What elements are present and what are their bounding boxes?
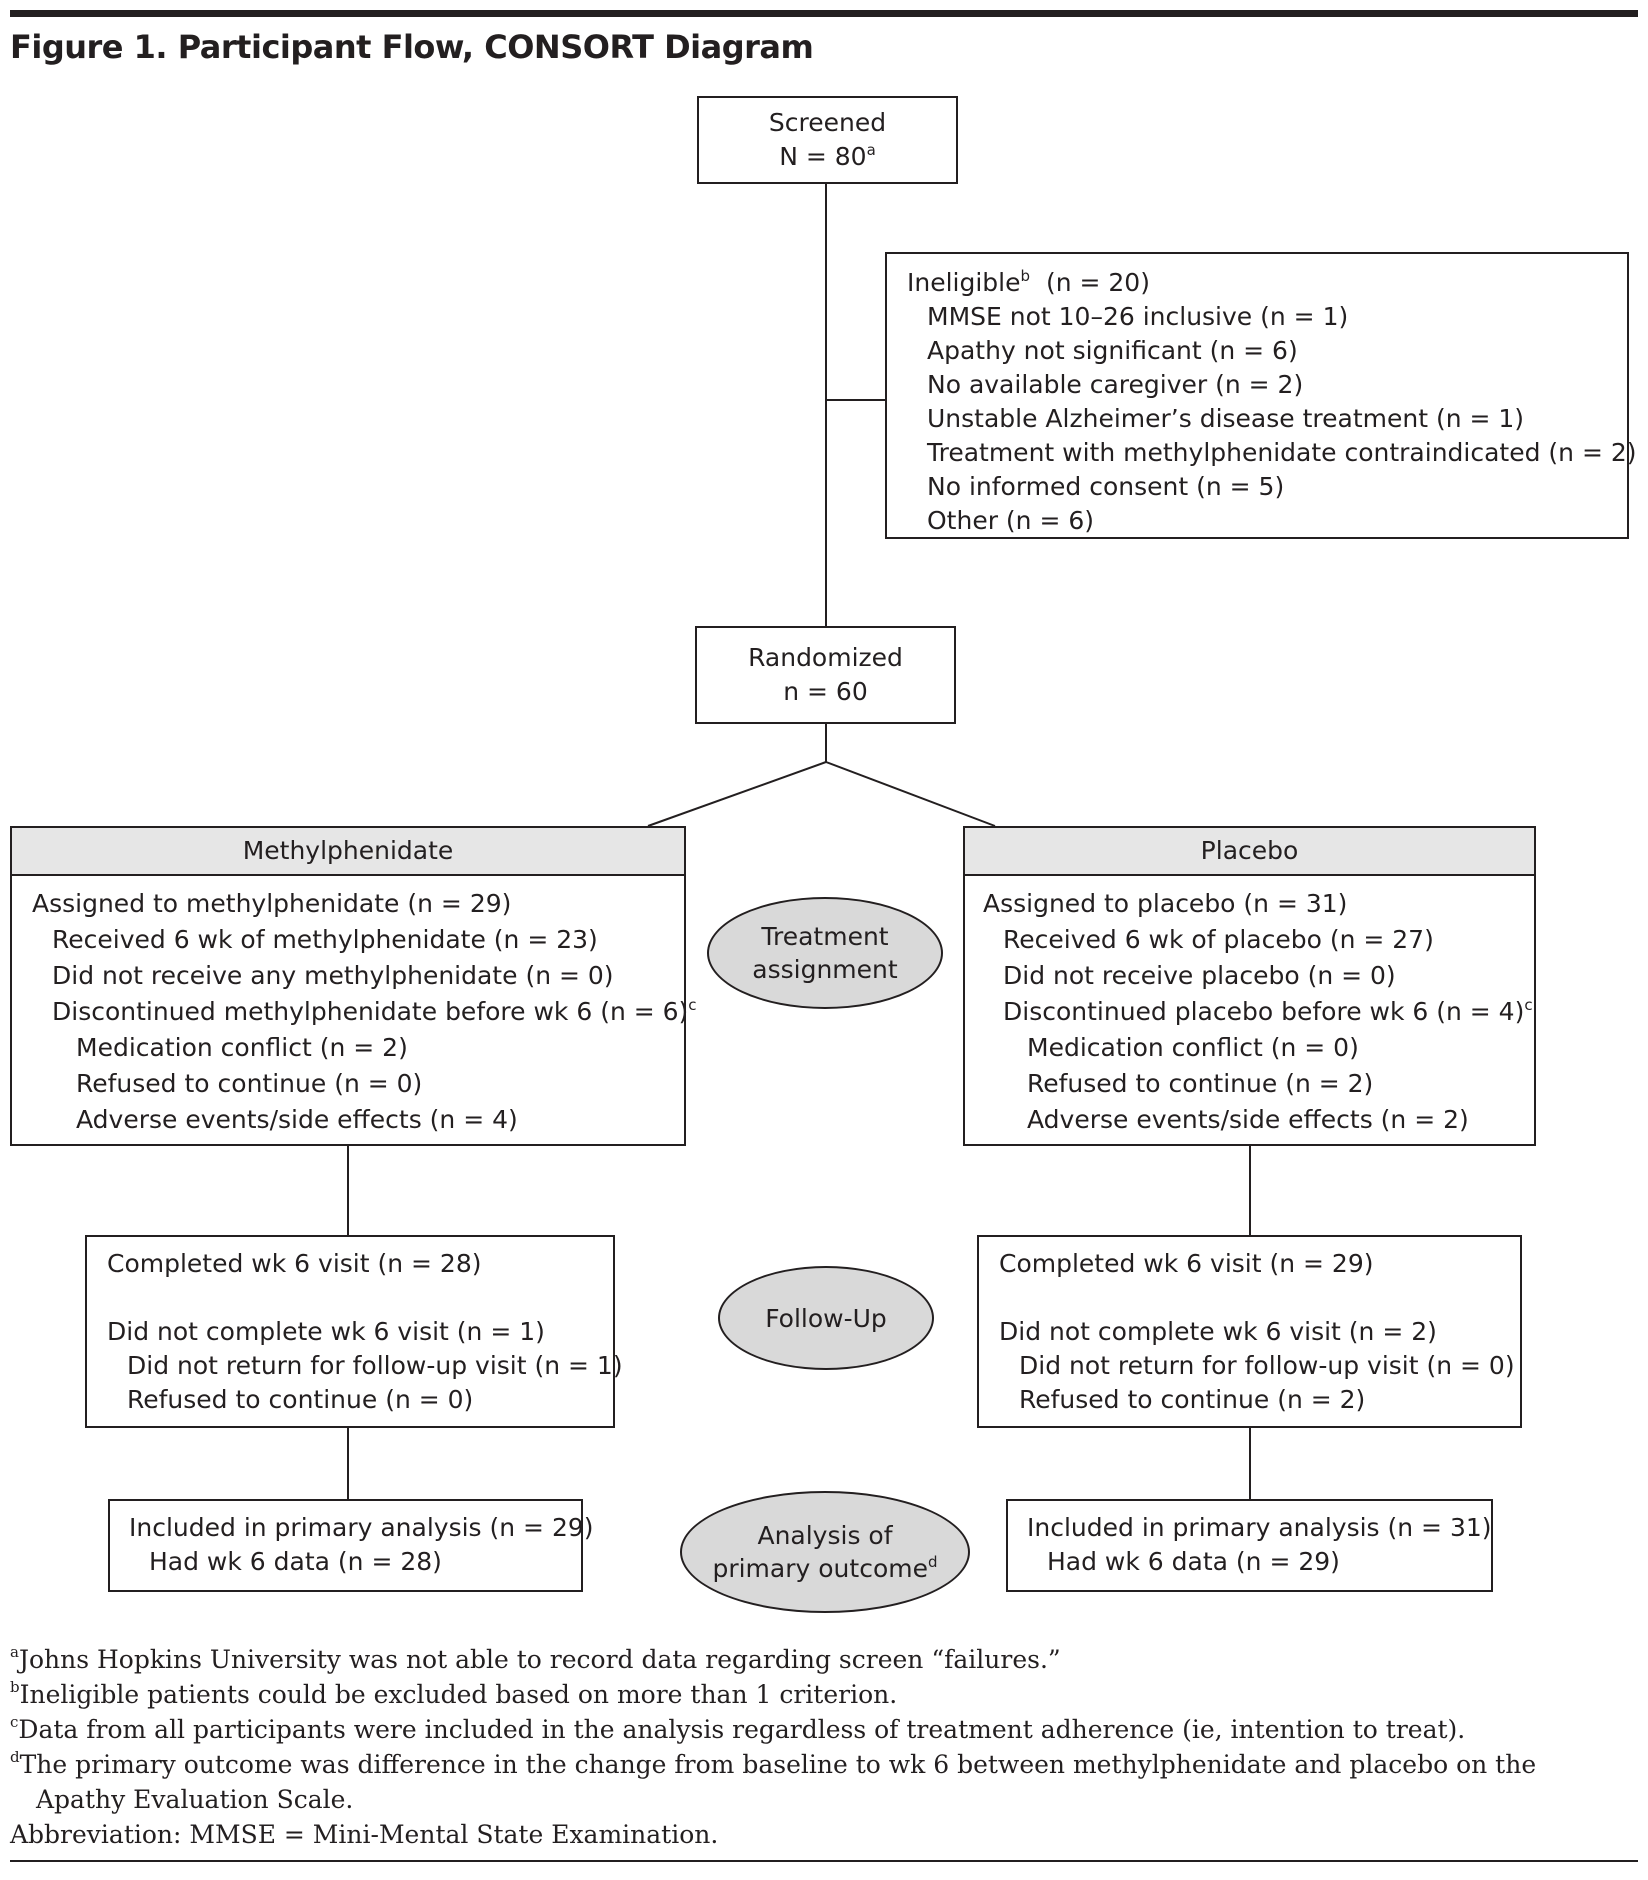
- stage-label: primary outcomed: [712, 1553, 938, 1583]
- footnote-d-continuation: Apathy Evaluation Scale.: [36, 1785, 354, 1814]
- figure-title: Figure 1. Participant Flow, CONSORT Diag…: [10, 28, 814, 66]
- connector-to-methylphenidate: [647, 761, 827, 827]
- spacer: [999, 1281, 1520, 1315]
- stage-label: assignment: [752, 955, 898, 984]
- ineligible-reason: Other (n = 6): [927, 506, 1095, 535]
- pbo-followup-detail: Did not return for follow-up visit (n = …: [1019, 1351, 1515, 1380]
- stage-label: Follow-Up: [765, 1303, 887, 1333]
- pbo-discontinue-reason: Medication conflict (n = 0): [1027, 1033, 1359, 1062]
- pbo-had-data: Had wk 6 data (n = 29): [1047, 1547, 1340, 1576]
- pbo-not-completed: Did not complete wk 6 visit (n = 2): [999, 1317, 1437, 1346]
- footnote-b: bIneligible patients could be excluded b…: [10, 1678, 898, 1710]
- methylphenidate-allocation-box: Assigned to methylphenidate (n = 29) Rec…: [10, 874, 697, 1146]
- mph-discontinued: Discontinued methylphenidate before wk 6…: [52, 996, 697, 1026]
- pbo-not-received: Did not receive placebo (n = 0): [1003, 961, 1396, 990]
- methylphenidate-header: Methylphenidate: [10, 826, 686, 876]
- pbo-completed: Completed wk 6 visit (n = 29): [999, 1249, 1374, 1278]
- ineligible-reason: Apathy not significant (n = 6): [927, 336, 1298, 365]
- ineligible-reason: Unstable Alzheimer’s disease treatment (…: [927, 404, 1525, 433]
- placebo-allocation-box: Assigned to placebo (n = 31) Received 6 …: [963, 874, 1536, 1146]
- mph-had-data: Had wk 6 data (n = 28): [149, 1547, 442, 1576]
- mph-assigned: Assigned to methylphenidate (n = 29): [32, 889, 512, 918]
- abbreviation-note: Abbreviation: MMSE = Mini-Mental State E…: [10, 1820, 719, 1849]
- ineligible-reason: MMSE not 10–26 inclusive (n = 1): [927, 302, 1349, 331]
- ineligible-box: Ineligibleb (n = 20) MMSE not 10–26 incl…: [885, 252, 1637, 539]
- ineligible-reason: No available caregiver (n = 2): [927, 370, 1304, 399]
- methylphenidate-analysis-box: Included in primary analysis (n = 29) Ha…: [108, 1499, 594, 1592]
- footnote-d: dThe primary outcome was difference in t…: [10, 1748, 1537, 1780]
- randomized-box: Randomized n = 60: [695, 626, 956, 724]
- randomized-label: Randomized: [748, 643, 903, 672]
- mph-followup-detail: Did not return for follow-up visit (n = …: [127, 1351, 623, 1380]
- mph-discontinue-reason: Adverse events/side effects (n = 4): [76, 1105, 518, 1134]
- screened-box: Screened N = 80a: [697, 96, 958, 184]
- stage-analysis: Analysis of primary outcomed: [680, 1491, 970, 1613]
- pbo-included: Included in primary analysis (n = 31): [1027, 1513, 1492, 1542]
- placebo-analysis-box: Included in primary analysis (n = 31) Ha…: [1006, 1499, 1493, 1592]
- mph-not-received: Did not receive any methylphenidate (n =…: [52, 961, 614, 990]
- pbo-followup-detail: Refused to continue (n = 2): [1019, 1385, 1366, 1414]
- screened-count: N = 80a: [779, 141, 876, 171]
- pbo-received: Received 6 wk of placebo (n = 27): [1003, 925, 1434, 954]
- pbo-assigned: Assigned to placebo (n = 31): [983, 889, 1348, 918]
- footnotes: aJohns Hopkins University was not able t…: [10, 1642, 1638, 1852]
- mph-completed: Completed wk 6 visit (n = 28): [107, 1249, 482, 1278]
- randomized-count: n = 60: [783, 677, 868, 706]
- connector-to-placebo: [825, 761, 996, 827]
- stage-treatment-assignment: Treatment assignment: [707, 897, 943, 1009]
- mph-included: Included in primary analysis (n = 29): [129, 1513, 594, 1542]
- stage-follow-up: Follow-Up: [718, 1266, 934, 1370]
- ineligible-heading: Ineligibleb (n = 20): [907, 267, 1150, 297]
- bottom-rule: [10, 1860, 1638, 1862]
- top-rule: [10, 10, 1638, 17]
- stage-label: Treatment: [761, 922, 889, 951]
- stage-label: Analysis of: [757, 1521, 893, 1550]
- pbo-discontinue-reason: Refused to continue (n = 2): [1027, 1069, 1374, 1098]
- mph-received: Received 6 wk of methylphenidate (n = 23…: [52, 925, 598, 954]
- screened-label: Screened: [768, 108, 887, 137]
- pbo-discontinue-reason: Adverse events/side effects (n = 2): [1027, 1105, 1469, 1134]
- placebo-followup-box: Completed wk 6 visit (n = 29) Did not co…: [977, 1235, 1522, 1428]
- footnote-c: cData from all participants were include…: [10, 1713, 1466, 1745]
- mph-discontinue-reason: Medication conflict (n = 2): [76, 1033, 408, 1062]
- ineligible-reason: No informed consent (n = 5): [927, 472, 1285, 501]
- mph-discontinue-reason: Refused to continue (n = 0): [76, 1069, 423, 1098]
- footnote-a: aJohns Hopkins University was not able t…: [10, 1643, 1061, 1675]
- mph-followup-detail: Refused to continue (n = 0): [127, 1385, 474, 1414]
- pbo-discontinued: Discontinued placebo before wk 6 (n = 4)…: [1003, 996, 1533, 1026]
- spacer: [107, 1281, 613, 1315]
- ineligible-reason: Treatment with methylphenidate contraind…: [927, 438, 1637, 467]
- methylphenidate-followup-box: Completed wk 6 visit (n = 28) Did not co…: [85, 1235, 623, 1428]
- placebo-header: Placebo: [963, 826, 1536, 876]
- mph-not-completed: Did not complete wk 6 visit (n = 1): [107, 1317, 545, 1346]
